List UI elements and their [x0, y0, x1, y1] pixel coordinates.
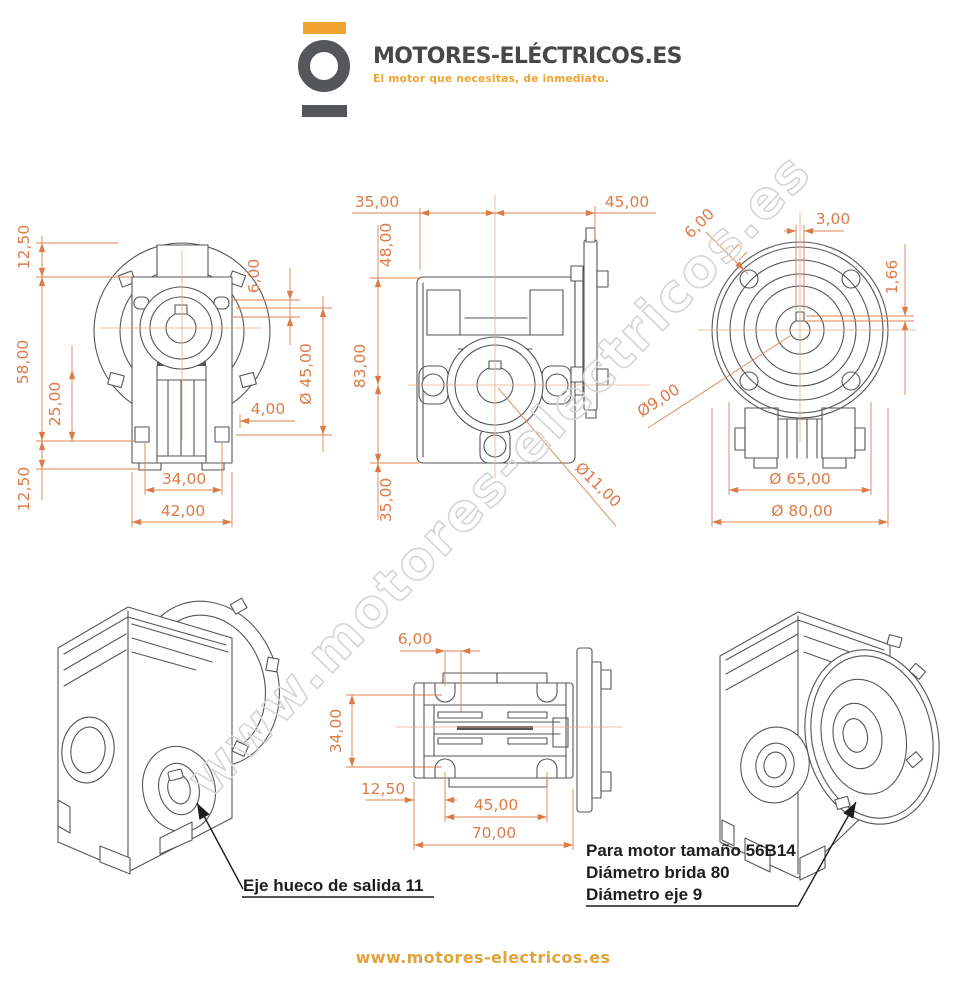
footer-link[interactable]: www.motores-electricos.es [355, 948, 611, 967]
dims-flange: 3,00 6,00 1,66 Ø9,00 Ø 65,00 Ø 80,00 [634, 205, 914, 527]
dim-flange-d900: Ø9,00 [634, 380, 683, 421]
dim-flange-d6500: Ø 65,00 [769, 470, 831, 488]
logo-base-bar-icon [302, 105, 347, 117]
brand-logo[interactable] [296, 18, 360, 120]
dim-front-1250-top: 12,50 [15, 225, 33, 269]
dim-front-600: 6,00 [245, 259, 263, 294]
view-iso-input [719, 611, 940, 881]
dim-side-3500-bottom: 35,00 [377, 478, 395, 522]
view-top [396, 647, 622, 813]
dim-side-8300: 83,00 [351, 344, 369, 388]
dim-side-3500: 35,00 [355, 193, 399, 211]
dim-front-5800: 58,00 [14, 340, 32, 384]
view-flange [698, 212, 916, 469]
dim-flange-166: 1,66 [883, 260, 901, 295]
dim-flange-300: 3,00 [816, 210, 851, 228]
annotation-output-shaft-text: Eje hueco de salida 11 [243, 876, 423, 895]
dim-front-1250-bottom: 12,50 [15, 467, 33, 511]
brand-tagline: El motor que necesitas, de inmediato. [373, 73, 610, 85]
annotation-flange-diameter-text: Diámetro brida 80 [586, 863, 730, 882]
dim-top-4500: 45,00 [474, 796, 518, 814]
dim-side-4800: 48,00 [377, 223, 395, 267]
annotation-motor-info: Para motor tamaño 56B14 Diámetro brida 8… [586, 801, 857, 907]
dim-front-2500: 25,00 [46, 382, 64, 426]
dim-front-d4500: Ø 45,00 [297, 343, 315, 405]
view-side [408, 195, 650, 478]
annotation-shaft-diameter-text: Diámetro eje 9 [586, 885, 702, 904]
dims-top: 6,00 34,00 12,50 45,00 70,00 [327, 630, 574, 850]
logo-macron-bar-icon [303, 22, 346, 34]
dim-top-7000: 70,00 [472, 824, 516, 842]
dim-front-4200: 42,00 [161, 502, 205, 520]
dim-front-3400: 34,00 [162, 470, 206, 488]
dim-side-4500: 45,00 [605, 193, 649, 211]
dim-top-600: 6,00 [398, 630, 433, 648]
dim-front-400: 4,00 [251, 400, 286, 418]
dim-side-d1100: Ø11,00 [571, 459, 624, 511]
annotation-motor-size-text: Para motor tamaño 56B14 [586, 841, 796, 860]
dim-top-1250: 12,50 [361, 780, 405, 798]
brand-name: MOTORES-ELÉCTRICOS.ES [373, 44, 683, 69]
brand-block: MOTORES-ELÉCTRICOS.ES El motor que neces… [373, 44, 683, 85]
dims-front: 12,50 58,00 25,00 12,50 6,00 Ø 45,00 4,0… [14, 225, 332, 527]
site-footer: www.motores-electricos.es [0, 948, 966, 967]
annotation-output-shaft: Eje hueco de salida 11 [196, 802, 434, 898]
dim-flange-d8000: Ø 80,00 [771, 502, 833, 520]
site-header: MOTORES-ELÉCTRICOS.ES El motor que neces… [0, 0, 966, 130]
view-front [93, 242, 271, 471]
dim-top-3400: 34,00 [327, 709, 345, 753]
